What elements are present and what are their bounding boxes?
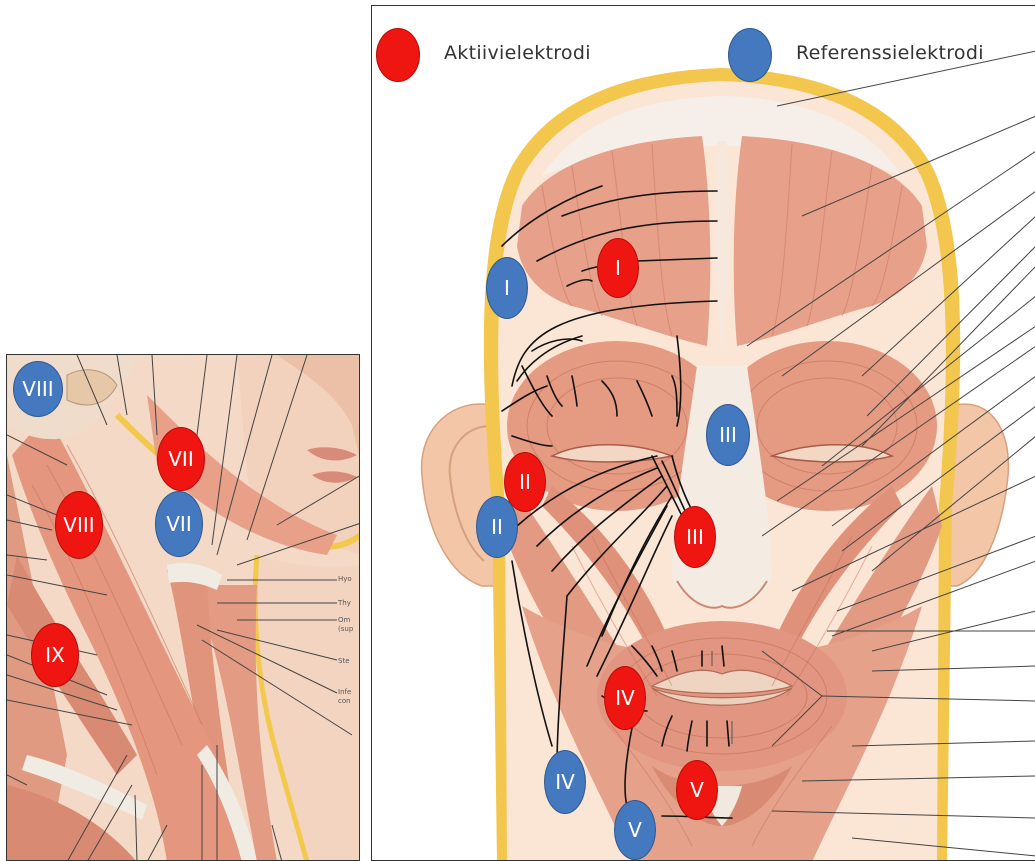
reference-electrode-viii: VIII [13, 361, 63, 417]
reference-electrode-iii: III [706, 404, 750, 466]
neck-label-superior: (sup [338, 625, 353, 633]
legend-reference-swatch [728, 28, 772, 82]
active-electrode-viii: VIII [55, 491, 103, 559]
face-anatomy-panel: Aktiivielektrodi Referenssielektrodi I I… [371, 5, 1035, 861]
neck-label-constrictor: con [338, 697, 351, 705]
neck-label-omohyoid: Om [338, 616, 350, 624]
neck-label-inferior: Infe [338, 688, 351, 696]
reference-electrode-i: I [486, 257, 528, 319]
legend-active-label: Aktiivielektrodi [444, 42, 591, 64]
face-muscle-illustration [372, 6, 1035, 861]
reference-electrode-ii: II [476, 496, 518, 558]
legend-reference-label: Referenssielektrodi [796, 42, 984, 64]
neck-label-hyoid: Hyo [338, 575, 352, 583]
neck-anatomy-panel: Hyo Thy Om (sup Ste Infe con VIII VII VI… [6, 354, 360, 861]
reference-electrode-iv: IV [544, 750, 586, 814]
active-electrode-iii: III [674, 506, 716, 568]
neck-label-thyroid: Thy [338, 599, 351, 607]
active-electrode-iv: IV [604, 666, 646, 730]
reference-electrode-vii: VII [155, 491, 203, 557]
active-electrode-v: V [676, 760, 718, 820]
neck-label-sterno: Ste [338, 657, 350, 665]
active-electrode-i: I [597, 238, 639, 298]
reference-electrode-v: V [614, 800, 656, 860]
legend-active-swatch [376, 28, 420, 82]
active-electrode-ix: IX [31, 623, 79, 687]
active-electrode-vii: VII [157, 427, 205, 491]
